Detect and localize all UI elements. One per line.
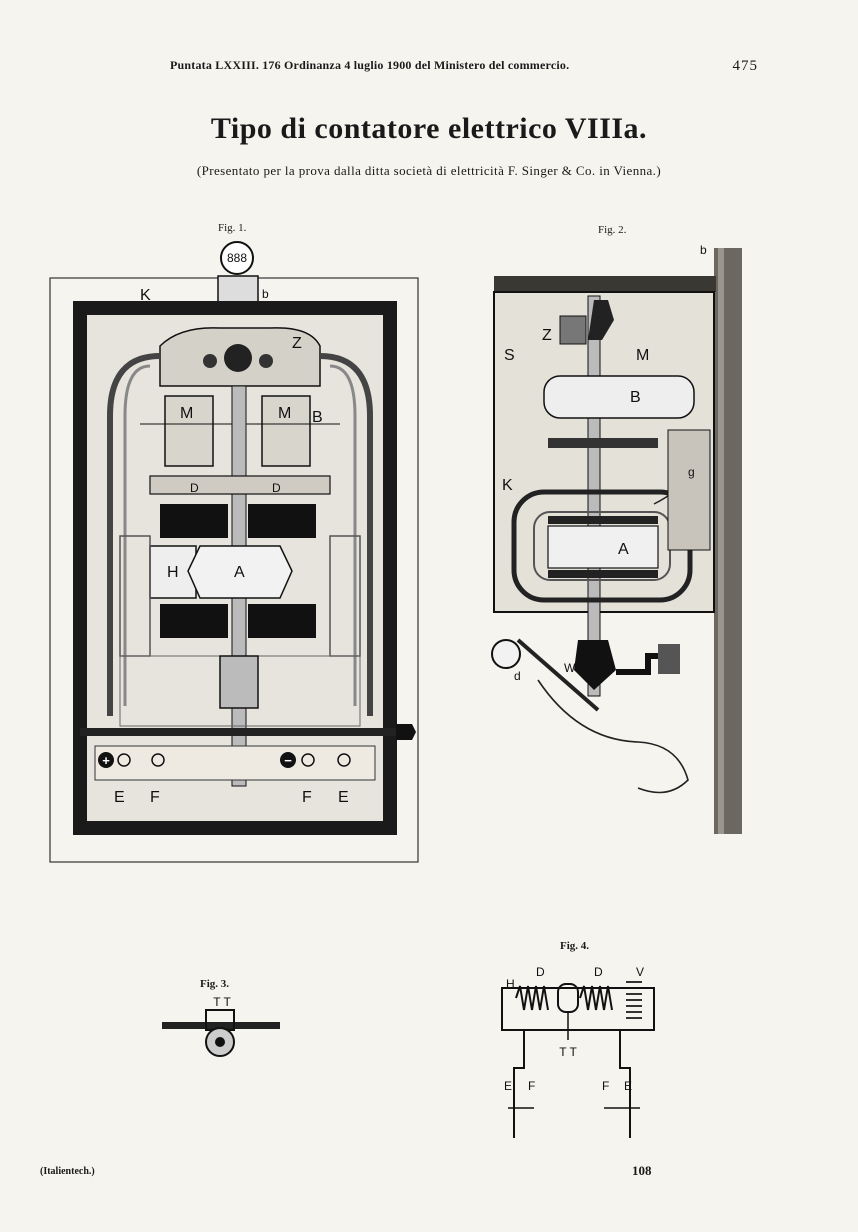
fig1-label-m1: M	[180, 405, 193, 422]
fig2-label-b-top: b	[700, 243, 707, 257]
fig2-label-g: g	[688, 465, 695, 479]
fig2-label-k: K	[502, 477, 513, 494]
fig1-label-h: H	[167, 564, 179, 581]
fig1-label-e1: E	[114, 789, 125, 806]
fig2-label-m: M	[636, 347, 649, 364]
fig4-label-tt: T T	[559, 1045, 577, 1059]
fig1-diagram: 888 + − K b Z M M B D D H A	[49, 241, 419, 863]
fig4-label-d2: D	[594, 965, 603, 979]
fig1-label-k: K	[140, 287, 151, 304]
running-header-row: Puntata LXXIII. 176 Ordinanza 4 luglio 1…	[0, 58, 858, 78]
fig2-diagram: b Z S M B K g A d W	[491, 243, 742, 834]
fig1-label-a: A	[234, 564, 245, 581]
fig1-label-b: b	[262, 287, 269, 301]
page-subtitle: (Presentato per la prova dalla ditta soc…	[196, 163, 662, 178]
fig4-label-d1: D	[536, 965, 545, 979]
fig4-label-f1: F	[528, 1079, 535, 1093]
page-number: 475	[732, 58, 758, 74]
fig4-label-e2: E	[624, 1079, 632, 1093]
fig1-dial	[220, 241, 254, 275]
svg-text:−: −	[284, 753, 292, 768]
fig1-label-e2: E	[338, 789, 349, 806]
fig2-label-w: W	[564, 661, 576, 675]
fig1-label-b-upper: B	[312, 409, 323, 426]
fig2-label-b: B	[630, 389, 641, 406]
fig1-caption: Fig. 1.	[218, 222, 247, 234]
fig1-label-f2: F	[302, 789, 312, 806]
fig3-diagram: T T	[162, 995, 280, 1057]
footer-page-number: 108	[632, 1163, 652, 1178]
fig1-label-d1: D	[190, 481, 199, 495]
fig4-label-f2: F	[602, 1079, 609, 1093]
fig2-label-z: Z	[542, 327, 552, 344]
fig1-label-z: Z	[292, 335, 302, 352]
running-header: Puntata LXXIII. 176 Ordinanza 4 luglio 1…	[170, 58, 570, 72]
fig1-label-m2: M	[278, 405, 291, 422]
page-title: Tipo di contatore elettrico VIIIa.	[210, 112, 648, 145]
fig2-label-d: d	[514, 669, 521, 683]
footer-left-text: (Italientech.)	[40, 1166, 95, 1177]
fig2-label-s: S	[504, 347, 515, 364]
fig4-caption: Fig. 4.	[560, 940, 590, 952]
fig2-label-a: A	[618, 541, 629, 558]
fig4-diagram: H D D V T T F F E E	[501, 965, 655, 1138]
fig1-label-d2: D	[272, 481, 281, 495]
fig2-caption: Fig. 2.	[598, 224, 627, 236]
fig4-label-e1: E	[504, 1079, 512, 1093]
svg-text:+: +	[102, 753, 110, 768]
fig4-label-v: V	[636, 965, 644, 979]
fig3-label-tt: T T	[213, 995, 231, 1009]
fig3-caption: Fig. 3.	[200, 978, 230, 990]
fig1-label-f1: F	[150, 789, 160, 806]
fig4-label-h: H	[506, 977, 515, 991]
fig1-dial-label: 888	[227, 251, 247, 265]
